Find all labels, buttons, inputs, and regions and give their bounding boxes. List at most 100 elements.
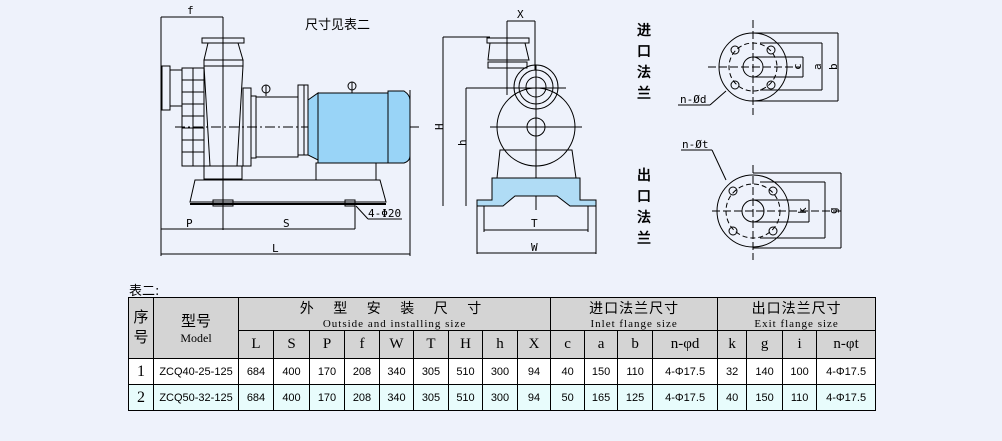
cell-l: 684 (238, 358, 274, 385)
cell-h: 510 (448, 358, 483, 385)
column-header: n-φt (816, 330, 877, 359)
cell-w: 340 (379, 358, 414, 385)
cell-f: 208 (344, 358, 380, 385)
inlet-title-char: 进 (637, 23, 651, 39)
row-index: 2 (128, 384, 154, 411)
header-exit: 出口法兰尺寸 Exit flange size (717, 297, 877, 331)
cell-b: 110 (617, 358, 654, 385)
dim-label-S: S (283, 217, 290, 230)
header-inlet-cn: 进口法兰尺寸 (589, 302, 680, 317)
dimension-table: 序号 型号 Model 外 型 安 装 尺 寸 Outside and inst… (128, 297, 877, 411)
column-header: P (309, 330, 345, 359)
cell-x: 94 (516, 384, 552, 411)
header-outside-cn: 外 型 安 装 尺 寸 (299, 302, 490, 317)
column-header: a (584, 330, 619, 359)
cell-s: 400 (273, 358, 310, 385)
dim-label-bolt: 4-Φ20 (368, 207, 401, 220)
cell-p: 170 (309, 384, 345, 411)
column-header: i (782, 330, 818, 359)
cell-nd: 4-Φ17.5 (652, 358, 719, 385)
cell-x: 94 (516, 358, 552, 385)
cell-i: 110 (782, 384, 818, 411)
cell-h: 300 (482, 358, 518, 385)
column-header: L (238, 330, 274, 359)
column-header: c (550, 330, 586, 359)
inlet-title-char: 法 (637, 64, 651, 81)
exit-title-char: 法 (637, 209, 651, 226)
header-exit-cn: 出口法兰尺寸 (751, 302, 842, 317)
header-outside: 外 型 安 装 尺 寸 Outside and installing size (237, 297, 552, 331)
column-header: h (482, 330, 518, 359)
column-header: X (516, 330, 552, 359)
table-caption: 表二: (129, 284, 160, 299)
row-model: ZCQ40-25-125 (153, 358, 239, 385)
inlet-hole-label: n-Ød (680, 93, 707, 106)
cell-k: 40 (717, 384, 748, 411)
dim-label-f: f (187, 4, 194, 17)
row-index: 1 (128, 358, 154, 385)
side-view (160, 16, 420, 256)
cell-h: 300 (482, 384, 518, 411)
exit-flange-view (681, 149, 842, 260)
cell-a: 165 (584, 384, 619, 411)
cell-t: 305 (413, 358, 449, 385)
cell-g: 140 (746, 358, 784, 385)
dim-label-X: X (517, 8, 524, 21)
header-exit-en: Exit flange size (754, 318, 839, 330)
cell-s: 400 (273, 384, 310, 411)
exit-title-char: 兰 (637, 230, 651, 247)
exit-dim-k: k (796, 207, 809, 214)
cell-a: 150 (584, 358, 619, 385)
cell-l: 684 (238, 384, 274, 411)
column-header: S (273, 330, 310, 359)
cell-f: 208 (344, 384, 380, 411)
inlet-title-char: 口 (637, 44, 651, 60)
cell-p: 170 (309, 358, 345, 385)
front-view (442, 20, 597, 254)
cell-nd: 4-Φ17.5 (652, 384, 719, 411)
inlet-flange-view (678, 20, 839, 115)
inlet-dim-c: c (791, 63, 804, 70)
exit-title-char: 口 (637, 189, 651, 205)
cell-t: 305 (413, 384, 449, 411)
column-header: H (448, 330, 483, 359)
cell-g: 150 (746, 384, 784, 411)
header-outside-en: Outside and installing size (322, 318, 467, 330)
dim-label-P: P (186, 217, 193, 230)
exit-dim-g: g (827, 207, 840, 214)
inlet-dim-a: a (811, 63, 824, 70)
cell-w: 340 (379, 384, 414, 411)
cell-b: 125 (617, 384, 654, 411)
header-index: 序号 (128, 297, 154, 359)
header-inlet-en: Inlet flange size (590, 318, 678, 330)
exit-hole-label: n-Øt (682, 138, 709, 151)
dim-label-L: L (272, 242, 279, 255)
exit-title-char: 出 (637, 167, 651, 184)
column-header: T (413, 330, 449, 359)
dim-label-h: h (456, 139, 469, 146)
drawing-note: 尺寸见表二 (305, 18, 370, 33)
row-model: ZCQ50-32-125 (153, 384, 239, 411)
cell-h: 510 (448, 384, 483, 411)
pump-dimension-drawing: 尺寸见表二 f P S L 4-Φ20 X H h T W 进 口 法 兰 出 … (160, 4, 842, 260)
cell-k: 32 (717, 358, 748, 385)
cell-c: 40 (550, 358, 586, 385)
column-header: b (617, 330, 654, 359)
dim-label-W: W (531, 241, 538, 254)
cell-i: 100 (782, 358, 818, 385)
column-header: n-φd (652, 330, 719, 359)
inlet-dim-b: b (827, 63, 840, 70)
dim-label-T: T (531, 217, 538, 230)
inlet-title-char: 兰 (637, 85, 651, 102)
column-header: W (379, 330, 414, 359)
cell-c: 50 (550, 384, 586, 411)
column-header: f (344, 330, 380, 359)
header-model-cn: 型号 (180, 314, 211, 330)
cell-nt: 4-Φ17.5 (816, 384, 877, 411)
dim-label-H: H (433, 123, 446, 130)
column-header: k (717, 330, 748, 359)
header-model-en: Model (180, 331, 212, 345)
cell-nt: 4-Φ17.5 (816, 358, 877, 385)
